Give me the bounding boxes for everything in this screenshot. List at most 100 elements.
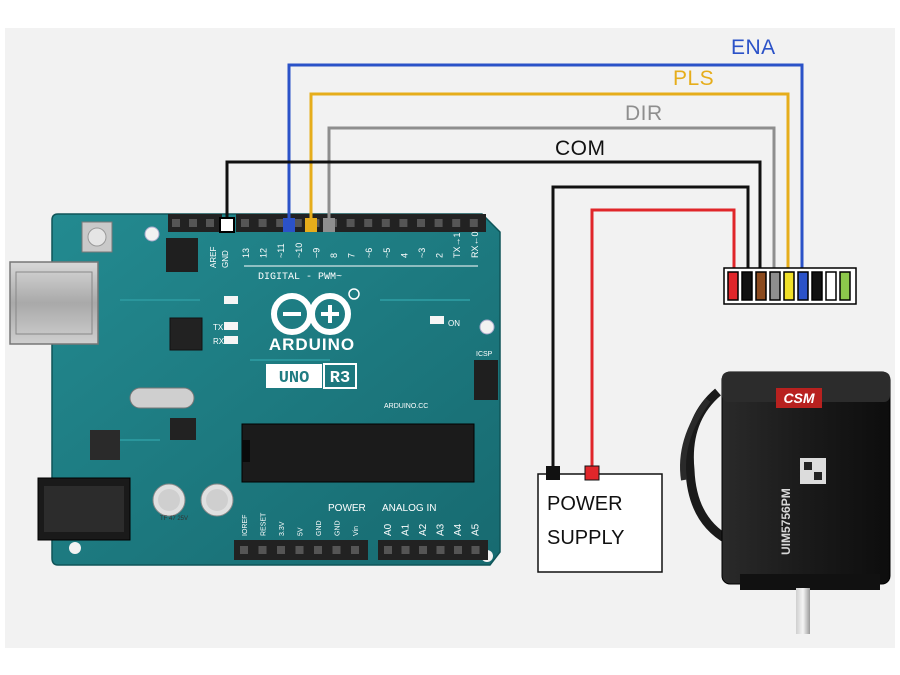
- revision-box: [323, 363, 357, 389]
- header-hole: [469, 219, 478, 227]
- header-hole: [452, 219, 461, 227]
- power-supply-positive-terminal: [584, 465, 600, 481]
- ena-wire: [287, 63, 804, 272]
- stepper-motor: CSM UIM5756PM: [680, 371, 891, 634]
- board-brand-text: ARDUINO: [269, 335, 355, 354]
- led-l: [224, 296, 238, 304]
- led-on: [430, 316, 444, 324]
- capacitor: [152, 483, 186, 517]
- digital-pin-label: ~11: [276, 243, 286, 258]
- connector-pin: [783, 271, 795, 301]
- header-hole: [206, 219, 214, 227]
- digital-pin-label: 2: [435, 253, 445, 258]
- atmega-chip: [241, 423, 475, 483]
- header-hole: [351, 546, 359, 554]
- board-website-text: ARDUINO.CC: [384, 403, 428, 410]
- model-box: [266, 364, 322, 388]
- power-pin-label: Vin: [353, 526, 360, 536]
- gnd-pin-label: GND: [221, 250, 230, 268]
- com-wire: [225, 160, 762, 272]
- power-supply-negative-wire: [551, 185, 750, 470]
- digital-pin-label: ~6: [364, 248, 374, 258]
- motor-shaft: [796, 588, 810, 634]
- digital-pin-label: 8: [329, 253, 339, 258]
- power-supply-label-line2: SUPPLY: [547, 527, 625, 549]
- small-chip: [170, 418, 196, 440]
- header-hole: [189, 219, 197, 227]
- pin-8-endpoint: [323, 218, 335, 232]
- gnd-pin-endpoint: [219, 217, 235, 233]
- pin-header-small: [166, 238, 198, 272]
- com-label: COM: [555, 137, 606, 160]
- header-hole: [419, 546, 427, 554]
- signal-wires: [219, 63, 804, 470]
- header-hole: [434, 219, 443, 227]
- pin-10-endpoint: [283, 218, 295, 232]
- voltage-regulator: [90, 430, 120, 460]
- power-pin-label: 5V: [298, 527, 305, 536]
- analog-header: [378, 540, 488, 560]
- connector-pin: [825, 271, 837, 301]
- analog-pin-label: A1: [401, 523, 412, 536]
- connector-pin: [755, 271, 767, 301]
- arduino-board: ARDUINO UNO R3 ARDUINO.CC DIGITAL - PWM~…: [9, 213, 501, 566]
- header-hole: [417, 219, 425, 227]
- crystal-oscillator: [129, 387, 195, 409]
- connector-pin: [727, 271, 739, 301]
- usb-chip: [169, 317, 203, 351]
- power-supply-negative-terminal: [546, 466, 560, 480]
- header-hole: [381, 219, 390, 227]
- arduino-logo: [271, 288, 360, 335]
- analog-header-label: ANALOG IN: [382, 503, 436, 514]
- header-hole: [314, 546, 322, 554]
- analog-pin-label: A3: [436, 523, 447, 536]
- pls-label: PLS: [673, 67, 715, 90]
- motor-brand-text: CSM: [783, 390, 814, 406]
- power-pin-label: IOREF: [242, 515, 249, 536]
- header-hole: [258, 546, 267, 554]
- header-hole: [277, 546, 285, 554]
- icsp-label: ICSP: [476, 351, 493, 358]
- connector-pin: [797, 271, 809, 301]
- header-hole: [332, 546, 341, 554]
- aref-pin-label: AREF: [209, 247, 218, 268]
- connector-pin: [839, 271, 851, 301]
- header-hole: [454, 546, 462, 554]
- power-pin-label: 3.3V: [279, 521, 286, 536]
- capacitor: [200, 483, 234, 517]
- reset-button: [81, 221, 113, 253]
- power-supply-positive-wire: [590, 208, 736, 470]
- header-hole: [384, 546, 392, 554]
- board-revision-text: R3: [330, 369, 350, 388]
- motor-flange: [740, 574, 880, 590]
- capacitor-text: TF 47 25V: [160, 516, 188, 522]
- header-hole: [258, 219, 267, 227]
- power-pin-label: GND: [335, 520, 342, 536]
- board-model-text: UNO: [279, 369, 310, 388]
- motor-model-text: UIM5756PM: [779, 488, 793, 555]
- header-hole: [401, 546, 410, 554]
- header-hole: [172, 219, 180, 227]
- digital-header-label: DIGITAL - PWM~: [258, 272, 342, 283]
- header-hole: [295, 546, 304, 554]
- pin-9-endpoint: [305, 218, 317, 232]
- led-rx: [224, 336, 238, 344]
- tx-led-label: TX: [213, 323, 224, 332]
- power-pin-label: RESET: [261, 512, 268, 536]
- led-tx: [224, 322, 238, 330]
- header-hole: [399, 219, 408, 227]
- header-hole: [241, 219, 249, 227]
- usb-connector: [9, 261, 99, 345]
- power-supply-label-line1: POWER: [547, 493, 623, 515]
- digital-pin-label: 13: [241, 248, 251, 258]
- power-supply: [537, 465, 663, 573]
- power-header-label: POWER: [328, 503, 366, 514]
- motor-connector: [723, 267, 857, 305]
- digital-pin-label: ~3: [417, 248, 427, 258]
- header-hole: [346, 219, 355, 227]
- header-hole: [293, 219, 302, 227]
- digital-pin-label: TX→1: [452, 232, 462, 258]
- power-supply-box: [537, 473, 663, 573]
